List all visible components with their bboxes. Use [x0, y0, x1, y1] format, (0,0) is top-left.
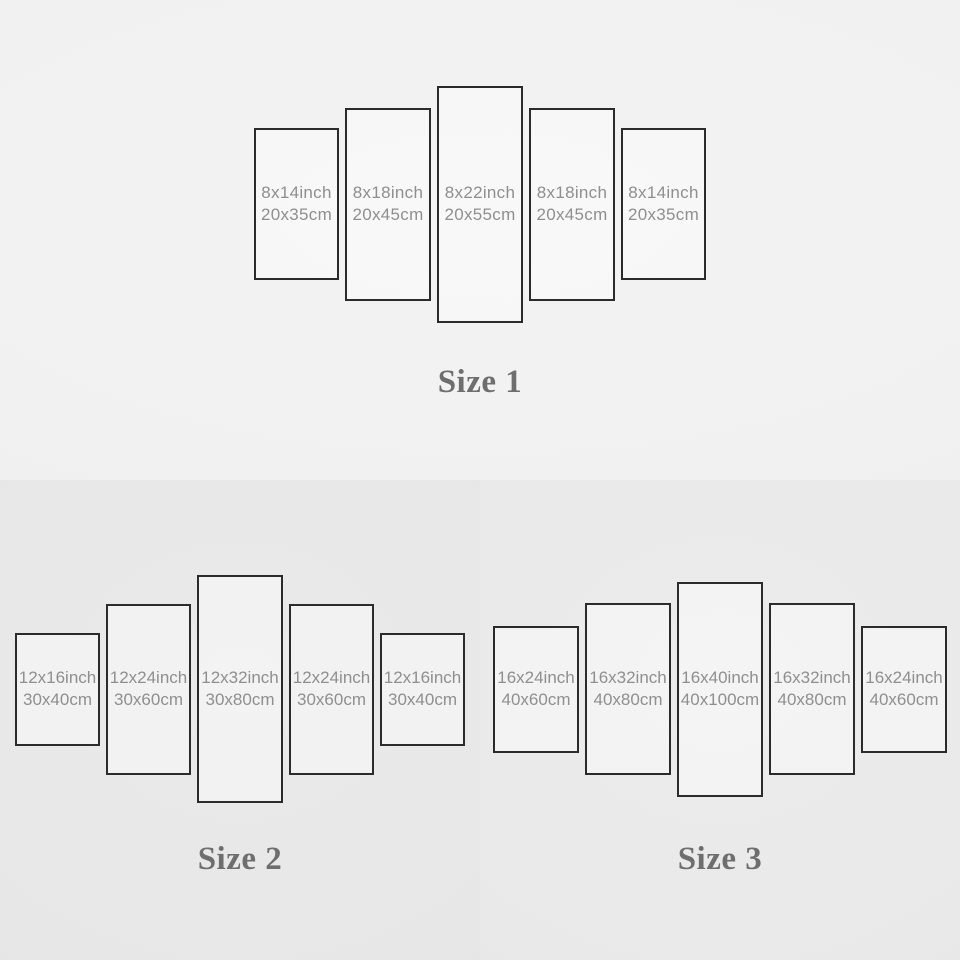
canvas-panel: 12x32inch 30x80cm — [197, 575, 283, 803]
size-1-title: Size 1 — [437, 364, 523, 400]
canvas-panel: 8x14inch 20x35cm — [621, 128, 706, 280]
panel-cm-label: 20x45cm — [536, 205, 608, 224]
canvas-panel: 16x24inch 40x60cm — [493, 625, 579, 753]
panel-cm-label: 40x60cm — [869, 690, 939, 709]
panel-inch-label: 12x16inch — [18, 668, 97, 687]
panel-inch-label: 12x32inch — [201, 668, 279, 687]
panel-cm-label: 40x80cm — [777, 690, 847, 709]
panel-cm-label: 20x35cm — [627, 205, 700, 224]
size-1-panel-row: 8x14inch 20x35cm 8x18inch 20x45cm 8x22in… — [0, 0, 960, 354]
canvas-panel: 12x16inch 30x40cm — [380, 632, 465, 746]
panel-inch-label: 16x24inch — [865, 668, 943, 687]
size-2-panel-row: 12x16inch 30x40cm 12x24inch 30x60cm 12x3… — [0, 480, 480, 839]
panel-cm-label: 30x60cm — [114, 690, 183, 709]
panel-cm-label: 30x40cm — [388, 690, 457, 709]
panel-inch-label: 8x18inch — [352, 183, 424, 202]
panel-inch-label: 12x24inch — [109, 668, 188, 687]
panel-cm-label: 40x60cm — [501, 690, 571, 709]
panel-inch-label: 16x32inch — [589, 668, 667, 687]
canvas-panel: 16x32inch 40x80cm — [585, 603, 671, 775]
panel-inch-label: 8x14inch — [261, 183, 332, 202]
size-2-section: 12x16inch 30x40cm 12x24inch 30x60cm 12x3… — [0, 480, 480, 960]
panel-inch-label: 8x18inch — [536, 183, 608, 202]
canvas-panel: 12x24inch 30x60cm — [106, 603, 191, 775]
canvas-panel: 16x32inch 40x80cm — [769, 603, 855, 775]
panel-cm-label: 30x40cm — [23, 690, 92, 709]
panel-cm-label: 20x45cm — [352, 205, 424, 224]
canvas-panel: 16x24inch 40x60cm — [861, 625, 947, 753]
panel-cm-label: 20x35cm — [260, 205, 333, 224]
panel-inch-label: 16x32inch — [773, 668, 851, 687]
panel-inch-label: 8x14inch — [628, 183, 699, 202]
panel-inch-label: 12x16inch — [383, 668, 462, 687]
canvas-panel: 12x16inch 30x40cm — [15, 632, 100, 746]
panel-cm-label: 30x80cm — [205, 690, 275, 709]
bottom-sections: 12x16inch 30x40cm 12x24inch 30x60cm 12x3… — [0, 480, 960, 960]
size-3-title: Size 3 — [677, 841, 763, 877]
canvas-panel: 8x14inch 20x35cm — [254, 128, 339, 280]
canvas-panel: 16x40inch 40x100cm — [677, 581, 763, 797]
size-3-panel-row: 16x24inch 40x60cm 16x32inch 40x80cm 16x4… — [480, 480, 960, 839]
canvas-panel: 12x24inch 30x60cm — [289, 603, 374, 775]
panel-cm-label: 40x100cm — [680, 690, 760, 709]
panel-cm-label: 30x60cm — [297, 690, 366, 709]
canvas-panel: 8x22inch 20x55cm — [437, 85, 523, 323]
panel-inch-label: 16x40inch — [681, 668, 759, 687]
panel-inch-label: 8x22inch — [444, 183, 516, 202]
canvas-panel: 8x18inch 20x45cm — [529, 107, 615, 301]
size-3-section: 16x24inch 40x60cm 16x32inch 40x80cm 16x4… — [480, 480, 960, 960]
panel-cm-label: 40x80cm — [593, 690, 663, 709]
panel-cm-label: 20x55cm — [444, 205, 516, 224]
canvas-panel: 8x18inch 20x45cm — [345, 107, 431, 301]
panel-inch-label: 16x24inch — [497, 668, 575, 687]
panel-inch-label: 12x24inch — [292, 668, 371, 687]
size-1-section: 8x14inch 20x35cm 8x18inch 20x45cm 8x22in… — [0, 0, 960, 480]
size-2-title: Size 2 — [197, 841, 283, 877]
